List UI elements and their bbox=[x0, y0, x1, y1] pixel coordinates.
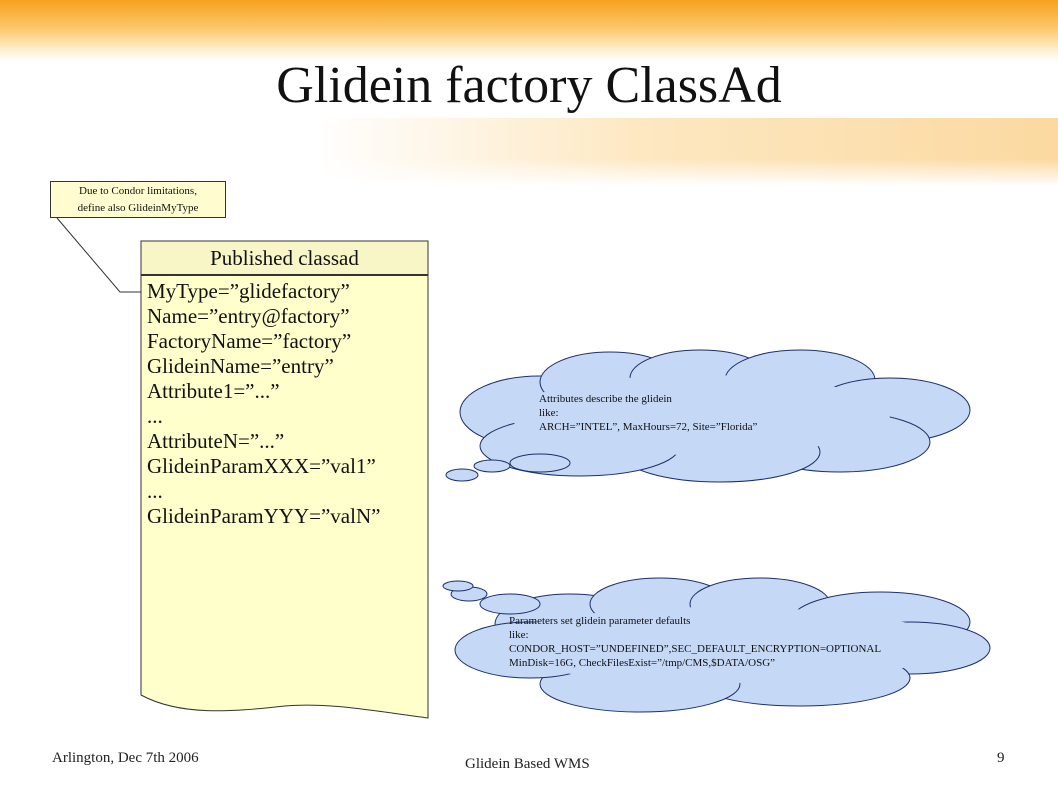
footer-date: Arlington, Dec 7th 2006 bbox=[52, 750, 199, 766]
footer-page-number: 9 bbox=[997, 750, 1005, 766]
condor-limitation-note: Due to Condor limitations, define also G… bbox=[50, 181, 226, 218]
note-line-1: Due to Condor limitations, bbox=[79, 185, 197, 197]
classad-header-band bbox=[140, 240, 429, 276]
classad-line: AttributeN=”...” bbox=[147, 429, 285, 453]
classad-line: GlideinName=”entry” bbox=[147, 354, 334, 378]
cloud-attributes-shape bbox=[445, 349, 971, 483]
cloud-params-line-2: like: bbox=[509, 629, 529, 641]
classad-header: Published classad bbox=[210, 246, 359, 270]
classad-line: GlideinParamYYY=”valN” bbox=[147, 504, 381, 528]
cloud-params-text: Parameters set glidein parameter default… bbox=[509, 614, 881, 670]
cloud-params-line-4: MinDisk=16G, CheckFilesExist=”/tmp/CMS,$… bbox=[509, 657, 776, 669]
classad-document-shape bbox=[140, 240, 429, 719]
cloud-params-line-3: CONDOR_HOST=”UNDEFINED”,SEC_DEFAULT_ENCR… bbox=[509, 643, 882, 655]
note-line-2: define also GlideinMyType bbox=[77, 202, 199, 214]
cloud-params-shape bbox=[442, 577, 991, 713]
footer-title: Glidein Based WMS bbox=[465, 756, 590, 772]
classad-line: FactoryName=”factory” bbox=[147, 329, 352, 353]
classad-line: Attribute1=”...” bbox=[147, 379, 280, 403]
header-gradient-band bbox=[0, 0, 1058, 62]
classad-line: GlideinParamXXX=”val1” bbox=[147, 454, 376, 478]
slide-title: Glidein factory ClassAd bbox=[276, 57, 782, 114]
note-callout-line bbox=[56, 217, 147, 293]
title-accent-fade bbox=[0, 118, 1058, 186]
classad-line: ... bbox=[147, 404, 163, 428]
classad-line: Name=”entry@factory” bbox=[147, 304, 350, 328]
cloud-attributes-line-2: like: bbox=[539, 407, 559, 419]
cloud-attributes-line-3: ARCH=”INTEL”, MaxHours=72, Site=”Florida… bbox=[539, 421, 758, 433]
classad-attribute-list: MyType=”glidefactory” Name=”entry@factor… bbox=[147, 279, 427, 529]
cloud-params-line-1: Parameters set glidein parameter default… bbox=[509, 615, 691, 627]
cloud-attributes-text: Attributes describe the glidein like: AR… bbox=[539, 392, 757, 434]
cloud-attributes-line-1: Attributes describe the glidein bbox=[539, 393, 672, 405]
classad-line: ... bbox=[147, 479, 163, 503]
classad-line: MyType=”glidefactory” bbox=[147, 279, 350, 303]
